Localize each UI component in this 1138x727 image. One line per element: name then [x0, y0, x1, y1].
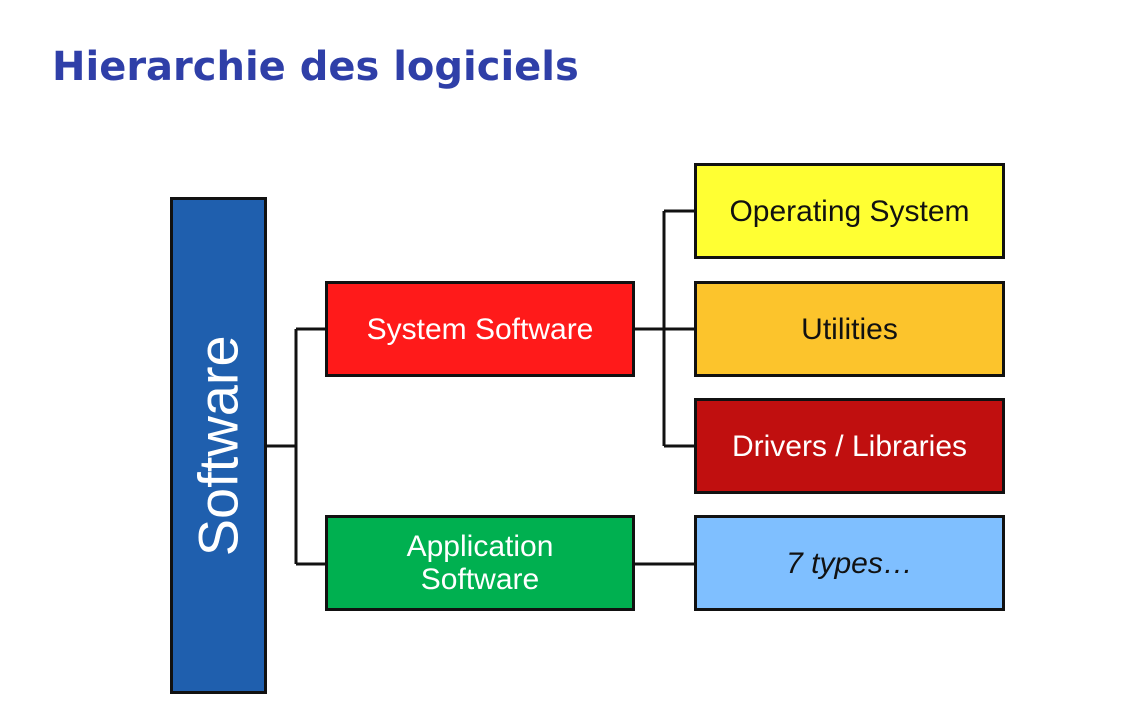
page-title: Hierarchie des logiciels — [52, 44, 579, 90]
seven-types-node: 7 types… — [694, 515, 1005, 611]
drivers-libraries-node: Drivers / Libraries — [694, 398, 1005, 494]
software-label: Software — [186, 335, 250, 556]
system-software-node: System Software — [325, 281, 635, 377]
system-software-label: System Software — [366, 312, 594, 346]
application-software-label: Application Software — [406, 530, 554, 596]
utilities-node: Utilities — [694, 281, 1005, 377]
seven-types-label: 7 types… — [786, 546, 913, 580]
utilities-label: Utilities — [801, 312, 898, 346]
operating-system-label: Operating System — [729, 194, 970, 228]
software-node: Software — [170, 197, 267, 694]
application-software-node: Application Software — [325, 515, 635, 611]
drivers-libraries-label: Drivers / Libraries — [731, 429, 968, 463]
operating-system-node: Operating System — [694, 163, 1005, 259]
